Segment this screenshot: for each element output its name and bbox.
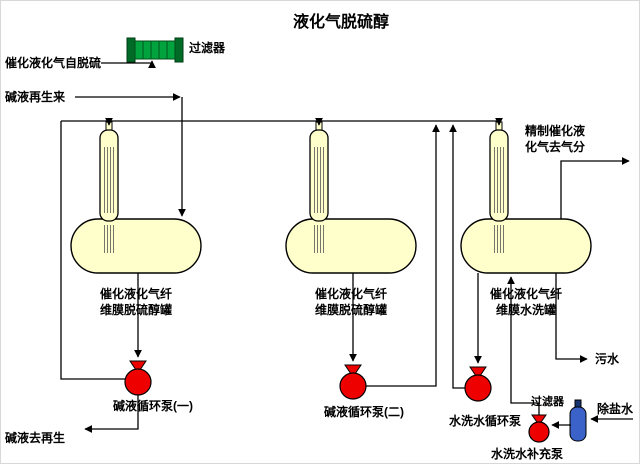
pipe-pump2-discharge [366, 124, 440, 387]
label-drum3-line1: 催化液化气纤 [490, 286, 562, 301]
pump-2 [339, 364, 367, 400]
column-1-fiber-hatch [104, 147, 114, 253]
pump-3-triangle [469, 366, 487, 380]
label-product-line2: 化气去气分 [525, 139, 585, 154]
label-drum2-line2: 维膜脱硫醇罐 [315, 302, 387, 317]
green-filter-left-cap [126, 37, 136, 63]
green-filter-ribs [142, 41, 168, 59]
label-drum2-line1: 催化液化气纤 [315, 286, 387, 301]
label-sewage: 污水 [595, 351, 620, 366]
pumps [124, 360, 550, 443]
pump-4-casing [528, 421, 550, 443]
column-3-body [489, 129, 509, 222]
column-3 [489, 121, 509, 253]
pump-1-casing [124, 368, 152, 396]
pump-2-triangle [344, 364, 362, 378]
label-pump1: 碱液循环泵(一) [113, 398, 193, 413]
pipe-feed-to-filter [101, 60, 156, 69]
pipe-product-out [560, 157, 630, 219]
blue-filter-body [569, 406, 587, 442]
pump-4 [528, 414, 550, 443]
label-drum1-line2: 维膜脱硫醇罐 [100, 302, 172, 317]
label-drum1-line1: 催化液化气纤 [100, 286, 172, 301]
column-3-fiber-hatch [494, 147, 504, 253]
label-product-line1: 精制催化液 [525, 123, 585, 138]
green-filter [126, 37, 184, 63]
pipes [60, 60, 633, 433]
pipe-pump1-discharge [60, 121, 125, 380]
blue-filter [569, 399, 587, 442]
label-pump4: 水洗水补充泵 [491, 446, 563, 461]
pipe-pump3-discharge [449, 124, 465, 389]
pump-3-casing [464, 374, 492, 402]
label-filter-top: 过滤器 [189, 40, 226, 55]
diagram-title: 液化气脱硫醇 [293, 12, 389, 31]
label-caustic-out: 碱液去再生 [5, 430, 65, 445]
label-pump3: 水洗水循环泵 [449, 413, 521, 428]
column-2-body [309, 129, 329, 222]
label-caustic-in: 碱液再生来 [5, 89, 66, 104]
pump-3 [464, 366, 492, 402]
column-2 [309, 121, 329, 253]
green-filter-right-cap [174, 37, 184, 63]
labels: 催化液化气自脱硫 碱液再生来 过滤器 精制催化液 化气去气分 污水 除盐水 过滤… [5, 40, 634, 461]
column-2-fiber-hatch [314, 147, 324, 253]
drum-1 [70, 218, 202, 274]
drums [70, 218, 592, 274]
label-filter-small: 过滤器 [531, 394, 565, 408]
pipe-sewage-out [555, 273, 588, 363]
label-drum3-line2: 维膜水洗罐 [496, 302, 556, 317]
green-filter-body [134, 40, 176, 60]
drum-3 [460, 218, 592, 274]
pipe-caustic-to-regen [84, 395, 139, 433]
label-feed: 催化液化气自脱硫 [5, 55, 101, 70]
pump-1-triangle [129, 360, 147, 374]
column-1-body [99, 129, 119, 222]
pipe-pump4-discharge [507, 276, 540, 415]
pump-2-casing [339, 372, 367, 400]
pump-1 [124, 360, 152, 396]
drum-2 [285, 218, 417, 274]
label-demin-water: 除盐水 [597, 401, 634, 416]
label-pump2: 碱液循环泵(二) [324, 404, 404, 419]
pump-4-triangle [531, 414, 547, 426]
columns [99, 121, 509, 253]
column-1 [99, 121, 119, 253]
